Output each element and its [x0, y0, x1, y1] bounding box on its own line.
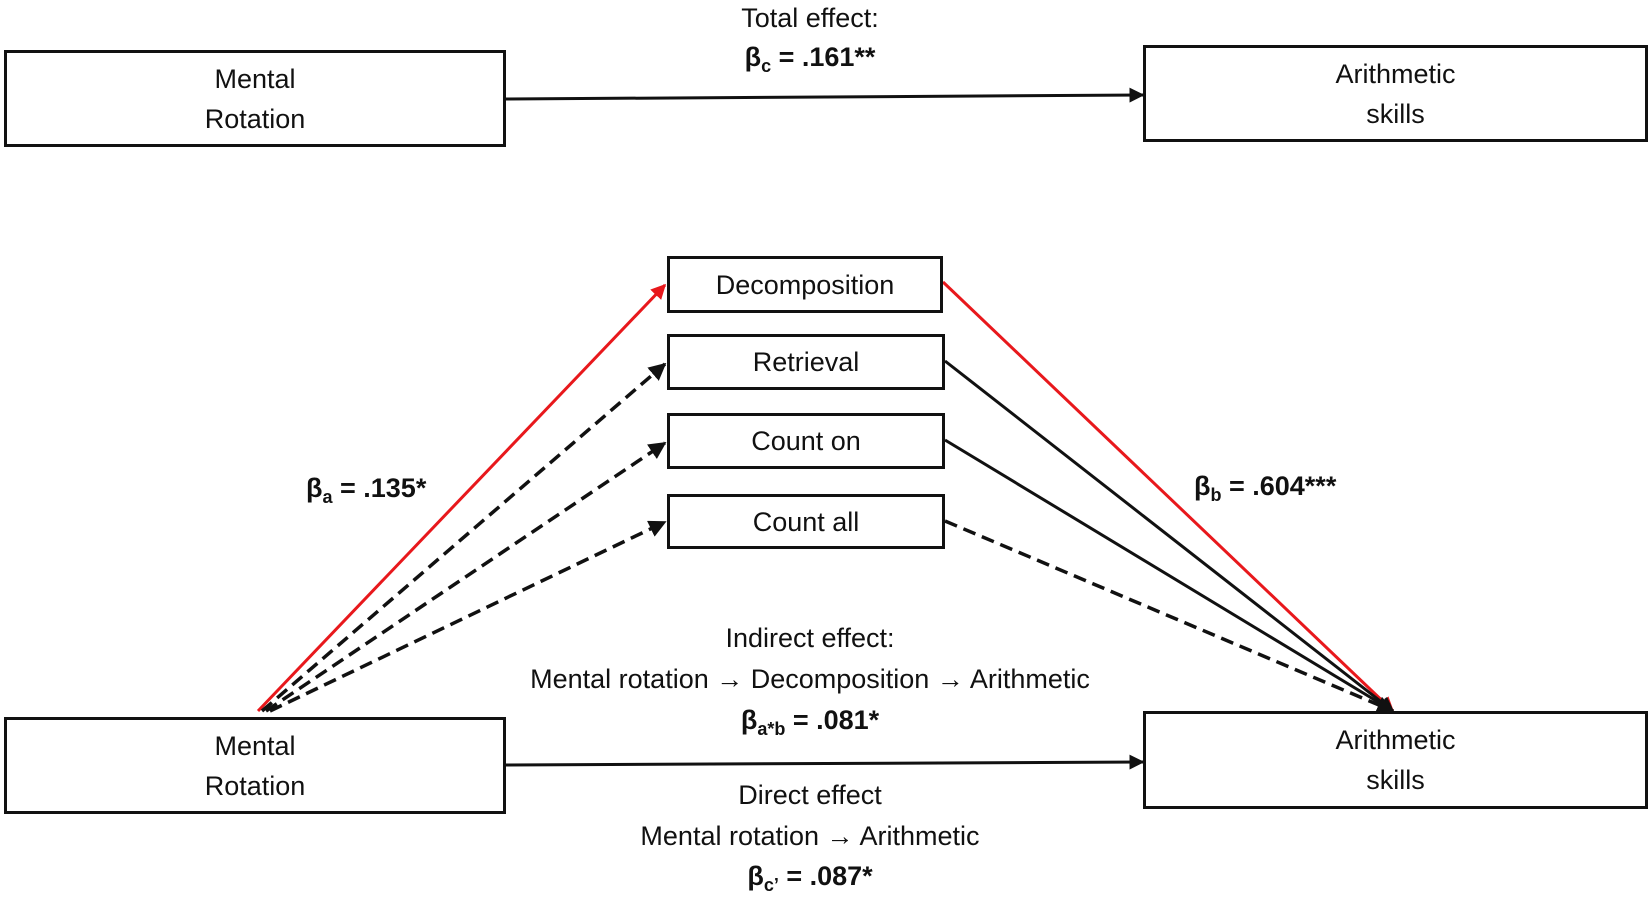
indirect-effect-caption: Indirect effect: — [725, 623, 895, 653]
direct-effect-coefficient: βc’ = .087* — [747, 861, 873, 895]
mediator-box-decomposition: Decomposition — [667, 256, 943, 313]
b-path-decomposition — [941, 280, 1395, 713]
total-effect-arrow — [505, 87, 1145, 103]
indirect-effect-path: Mental rotation → Decomposition → Arithm… — [530, 664, 1090, 694]
top-predictor-box: Mental Rotation — [4, 50, 506, 147]
b-path-coefficient: βb = .604*** — [1194, 471, 1337, 505]
mediator-label: Count all — [752, 506, 860, 537]
total-effect-coefficient: βc = .161** — [744, 42, 876, 76]
a-path-decomposition — [256, 283, 667, 713]
top-outcome-line1: Arithmetic — [1335, 58, 1456, 89]
b-path-count-all — [944, 519, 1395, 713]
bottom-outcome-line1: Arithmetic — [1335, 725, 1456, 755]
a-path-retrieval — [260, 362, 667, 713]
top-outcome-box: Arithmetic skills — [1143, 45, 1648, 142]
top-outcome-line2: skills — [1366, 98, 1425, 129]
b-path-count-on — [944, 438, 1395, 713]
bottom-predictor-line1: Mental — [214, 730, 296, 761]
bottom-predictor-box: Mental Rotation — [4, 717, 506, 814]
bottom-predictor-line2: Rotation — [204, 770, 306, 801]
bottom-outcome-line2: skills — [1366, 765, 1425, 795]
bottom-outcome-box: Arithmetic skills — [1143, 711, 1648, 809]
mediator-label: Decomposition — [715, 269, 895, 300]
mediator-box-count-on: Count on — [667, 413, 945, 469]
total-effect-caption: Total effect: — [741, 3, 879, 33]
top-predictor-line1: Mental — [214, 63, 296, 94]
mediator-label: Count on — [751, 426, 861, 456]
top-predictor-line2: Rotation — [204, 103, 306, 134]
indirect-effect-coefficient: βa*b = .081* — [740, 705, 880, 739]
direct-effect-caption: Direct effect — [738, 780, 882, 810]
mediator-label: Retrieval — [752, 347, 860, 377]
mediator-box-retrieval: Retrieval — [667, 334, 945, 390]
a-path-count-all — [269, 520, 667, 713]
mediator-box-count-all: Count all — [667, 494, 945, 549]
a-path-coefficient: βa = .135* — [306, 473, 427, 507]
direct-effect-arrow — [505, 754, 1145, 770]
b-path-retrieval — [944, 359, 1395, 713]
a-path-count-on — [265, 441, 667, 713]
direct-effect-path: Mental rotation → Arithmetic — [640, 821, 980, 851]
